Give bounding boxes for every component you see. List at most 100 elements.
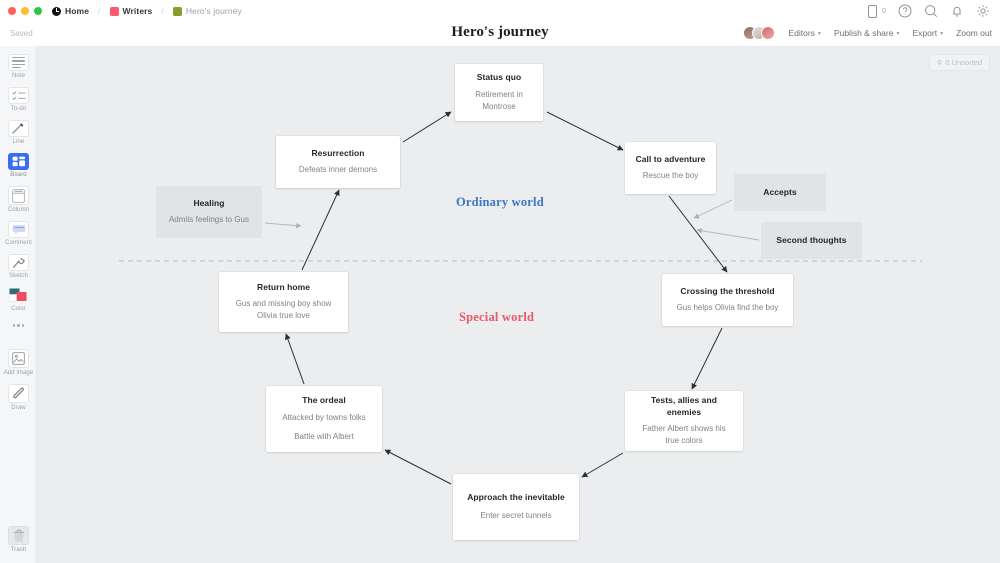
publish-share-menu[interactable]: Publish & share ▾ [834, 28, 900, 38]
connector-tests-approach [581, 452, 624, 478]
editors-label: Editors [788, 28, 815, 38]
sidebar-item-label: Line [12, 139, 25, 145]
trash-icon [8, 526, 29, 545]
color-swatch-icon [8, 287, 29, 304]
minimize-window-button[interactable] [21, 7, 29, 15]
connector-resurrection-status-quo [402, 111, 452, 143]
home-icon [52, 6, 61, 16]
zoom-out-button[interactable]: Zoom out [956, 28, 992, 38]
sidebar-item-label: Note [11, 73, 26, 79]
gear-icon[interactable] [975, 4, 990, 19]
card-resurrection[interactable]: Resurrection Defeats inner demons [276, 136, 400, 188]
card-title: Tests, allies and enemies [651, 395, 717, 417]
avatar [761, 26, 776, 40]
card-title: Approach the inevitable [467, 492, 565, 503]
card-accepts[interactable]: Accepts [734, 174, 826, 211]
sidebar-item-add-image[interactable]: Add image [0, 341, 37, 376]
card-call-to-adventure[interactable]: Call to adventure Rescue the boy [625, 142, 716, 194]
card-healing[interactable]: Healing Admits feelings to Gus [156, 186, 262, 238]
more-dots-icon [12, 324, 25, 327]
note-icon [8, 54, 29, 71]
connector-return-home-resurrection [301, 189, 340, 271]
sidebar-item-label: Add image [3, 369, 34, 376]
maximize-window-button[interactable] [34, 7, 42, 15]
sidebar-item-label: Draw [11, 404, 26, 411]
sidebar-item-line[interactable]: Line [0, 112, 37, 145]
todo-icon [8, 87, 29, 104]
line-pen-icon [8, 120, 29, 137]
board-canvas[interactable]: ⚲ 0 Unsorted [37, 46, 1000, 563]
sidebar-item-sketch[interactable]: Sketch [0, 246, 37, 279]
connector-ordeal-return-home [285, 333, 305, 385]
phone-icon[interactable]: 0 [865, 4, 886, 19]
sidebar-item-column[interactable]: Column [0, 178, 37, 213]
card-body: Gus helps Olivia find the boy [676, 303, 779, 313]
sidebar-item-label: Color [11, 306, 26, 312]
add-image-icon [8, 348, 29, 368]
card-the-ordeal[interactable]: The ordeal Attacked by towns folks Battl… [266, 386, 382, 452]
sidebar-item-trash[interactable]: Trash [0, 518, 37, 553]
card-title: Return home [257, 281, 310, 292]
search-icon[interactable] [923, 4, 938, 19]
unsorted-badge[interactable]: ⚲ 0 Unsorted [929, 54, 990, 71]
sketch-icon [8, 254, 29, 271]
chevron-down-icon: ▾ [817, 30, 821, 37]
breadcrumb-item-home[interactable]: Home [65, 6, 90, 16]
bell-icon[interactable] [949, 4, 964, 19]
sidebar-item-label: To-do [10, 106, 27, 112]
breadcrumb-item-heros-journey[interactable]: Hero's journey [185, 6, 242, 16]
card-title: Status quo [476, 72, 522, 83]
connector-status-quo-call-to-adventure [546, 111, 624, 151]
card-body: Rescue the boy [642, 171, 699, 181]
sidebar-item-more[interactable] [0, 312, 37, 329]
draw-pencil-icon [8, 383, 29, 403]
help-circle-icon[interactable] [897, 4, 912, 19]
sidebar-item-todo[interactable]: To-do [0, 79, 37, 112]
card-crossing-the-threshold[interactable]: Crossing the threshold Gus helps Olivia … [662, 274, 793, 326]
connector-call-to-adventure-crossing [668, 195, 728, 273]
card-tests-allies-and-enemies[interactable]: Tests, allies and enemies Father Albert … [625, 391, 743, 451]
close-window-button[interactable] [8, 7, 16, 15]
connector-second-thoughts-arc [696, 228, 760, 241]
sidebar-item-label: Sketch [9, 273, 28, 279]
breadcrumb-separator: / [161, 6, 164, 16]
export-menu[interactable]: Export ▾ [913, 28, 944, 38]
connector-approach-ordeal [384, 449, 452, 485]
header-actions: Editors ▾ Publish & share ▾ Export ▾ Zoo… [743, 26, 992, 40]
unsorted-label: 0 Unsorted [945, 58, 982, 67]
card-title: Healing [193, 197, 225, 208]
sidebar-item-note[interactable]: Note [0, 46, 37, 79]
connector-crossing-tests [691, 327, 723, 390]
editor-avatars[interactable] [743, 26, 776, 40]
chevron-down-icon: ▾ [896, 30, 900, 37]
sidebar-item-label: Board [10, 172, 27, 178]
card-body: Attacked by towns folks [282, 412, 366, 422]
breadcrumb: Home / Writers / Hero's journey [52, 6, 242, 16]
label-ordinary-world: Ordinary world [456, 195, 544, 209]
sidebar-item-comment[interactable]: Comment [0, 213, 37, 246]
card-second-thoughts[interactable]: Second thoughts [761, 222, 862, 259]
sidebar-item-color[interactable]: Color [0, 279, 37, 312]
sidebar-item-board[interactable]: Board [0, 145, 37, 178]
card-title: Second thoughts [776, 234, 847, 245]
phone-badge-count: 0 [882, 7, 886, 15]
comment-icon [8, 221, 29, 238]
sidebar-item-label: Comment [5, 240, 32, 246]
breadcrumb-item-writers[interactable]: Writers [122, 6, 153, 16]
card-approach-the-inevitable[interactable]: Approach the inevitable Enter secret tun… [453, 474, 579, 540]
connector-healing-arc [264, 222, 302, 229]
sidebar-item-draw[interactable]: Draw [0, 376, 37, 411]
card-body: Admits feelings to Gus [168, 215, 250, 225]
column-icon [8, 186, 29, 205]
sidebar-item-label: Column [7, 207, 30, 213]
editors-menu[interactable]: Editors ▾ [788, 28, 820, 38]
card-title: The ordeal [302, 395, 346, 406]
breadcrumb-separator: / [98, 6, 101, 16]
card-title: Call to adventure [635, 153, 706, 164]
